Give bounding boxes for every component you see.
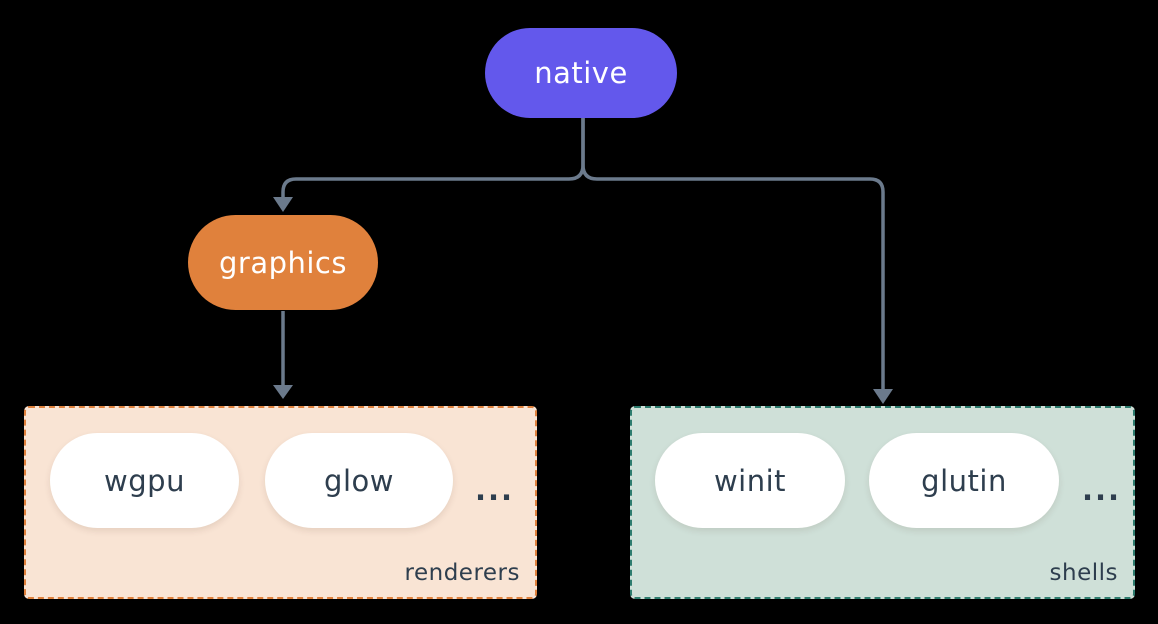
group-renderers: wgpu glow ... renderers (24, 406, 537, 599)
arrowhead-graphics-icon (273, 197, 293, 212)
pill-winit-label: winit (713, 463, 787, 498)
renderers-ellipsis: ... (475, 472, 515, 507)
pill-glow: glow (265, 433, 453, 528)
pill-winit: winit (655, 433, 845, 528)
group-shells-label: shells (1049, 560, 1118, 586)
pill-glow-label: glow (324, 463, 394, 498)
pill-wgpu: wgpu (50, 433, 239, 528)
node-graphics: graphics (188, 215, 378, 310)
pill-wgpu-label: wgpu (104, 463, 185, 498)
arrowhead-renderers-icon (273, 385, 293, 399)
node-graphics-label: graphics (218, 245, 347, 280)
shells-ellipsis: ... (1082, 472, 1122, 507)
pill-glutin: glutin (869, 433, 1059, 528)
pill-glutin-label: glutin (921, 463, 1007, 498)
group-renderers-label: renderers (404, 560, 520, 586)
node-native: native (485, 28, 677, 118)
arrowhead-shells-icon (873, 389, 893, 404)
node-native-label: native (534, 56, 628, 90)
connector-native-to-graphics (281, 118, 585, 198)
connector-native-to-shells (581, 118, 885, 390)
group-shells: winit glutin ... shells (630, 406, 1135, 599)
